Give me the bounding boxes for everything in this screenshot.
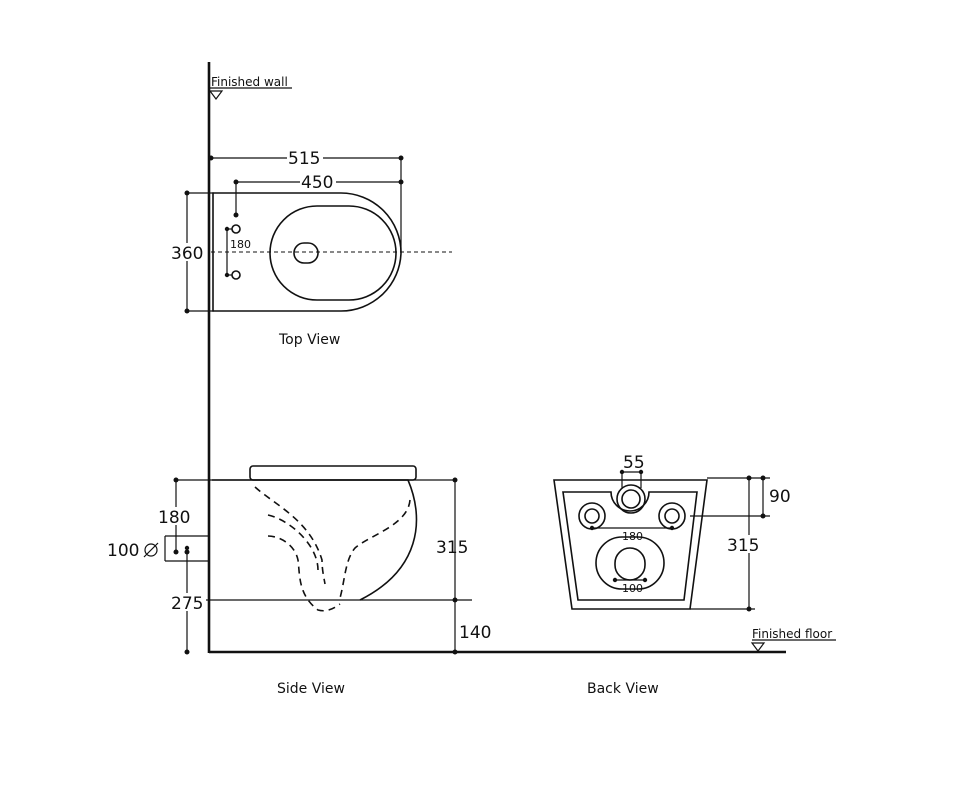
- finished-floor-marker: Finished floor: [750, 627, 836, 652]
- top-view-outline: [212, 192, 402, 312]
- side-view-lid: [249, 465, 417, 481]
- back-view-inlet: [616, 484, 646, 514]
- side-view-trapway: [254, 486, 326, 585]
- side-fixing-height-label: 180: [158, 508, 190, 528]
- diameter-symbol-icon: [144, 543, 158, 557]
- side-floor-clearance-label: 140: [459, 623, 491, 643]
- back-height-label: 315: [727, 536, 759, 556]
- top-view-bowl: [269, 205, 397, 301]
- side-view-caption: Side View: [277, 681, 345, 697]
- top-view-drain: [293, 242, 319, 264]
- back-inlet-offset-label: 90: [769, 487, 791, 507]
- back-view-caption: Back View: [587, 681, 659, 697]
- top-view: 515 450 360 180 Top View: [170, 148, 452, 348]
- top-fixing-spacing-label: 180: [230, 238, 251, 251]
- back-view-outlet: [614, 547, 646, 581]
- side-view-body: [212, 479, 418, 601]
- side-view: 180 100 275 315 140 Side View: [107, 465, 491, 697]
- back-view-fixing-left: [578, 502, 606, 530]
- back-inlet-diameter-label: 55: [623, 453, 645, 473]
- finished-wall-label: Finished wall: [211, 75, 288, 89]
- back-view-fixing-right: [658, 502, 686, 530]
- top-bowl-length-label: 450: [301, 173, 333, 193]
- side-height-label: 315: [436, 538, 468, 558]
- side-outlet-diameter-label: 100: [107, 541, 139, 561]
- top-view-caption: Top View: [278, 332, 340, 348]
- top-width-label: 360: [171, 244, 203, 264]
- back-outlet-diameter-label: 100: [622, 582, 643, 595]
- back-view-outlet-surround: [595, 536, 665, 590]
- finished-wall-marker: Finished wall: [208, 75, 292, 100]
- top-view-fixing-hole-lower: [231, 270, 241, 280]
- top-overall-length-label: 515: [288, 149, 320, 169]
- back-view: 55 180 100 90 315 Back View: [553, 453, 791, 697]
- side-outlet-height-label: 275: [171, 594, 203, 614]
- finished-floor-label: Finished floor: [752, 627, 832, 641]
- back-view-recess: [562, 491, 698, 601]
- top-view-fixing-hole-upper: [231, 224, 241, 234]
- back-fixing-spacing-label: 180: [622, 530, 643, 543]
